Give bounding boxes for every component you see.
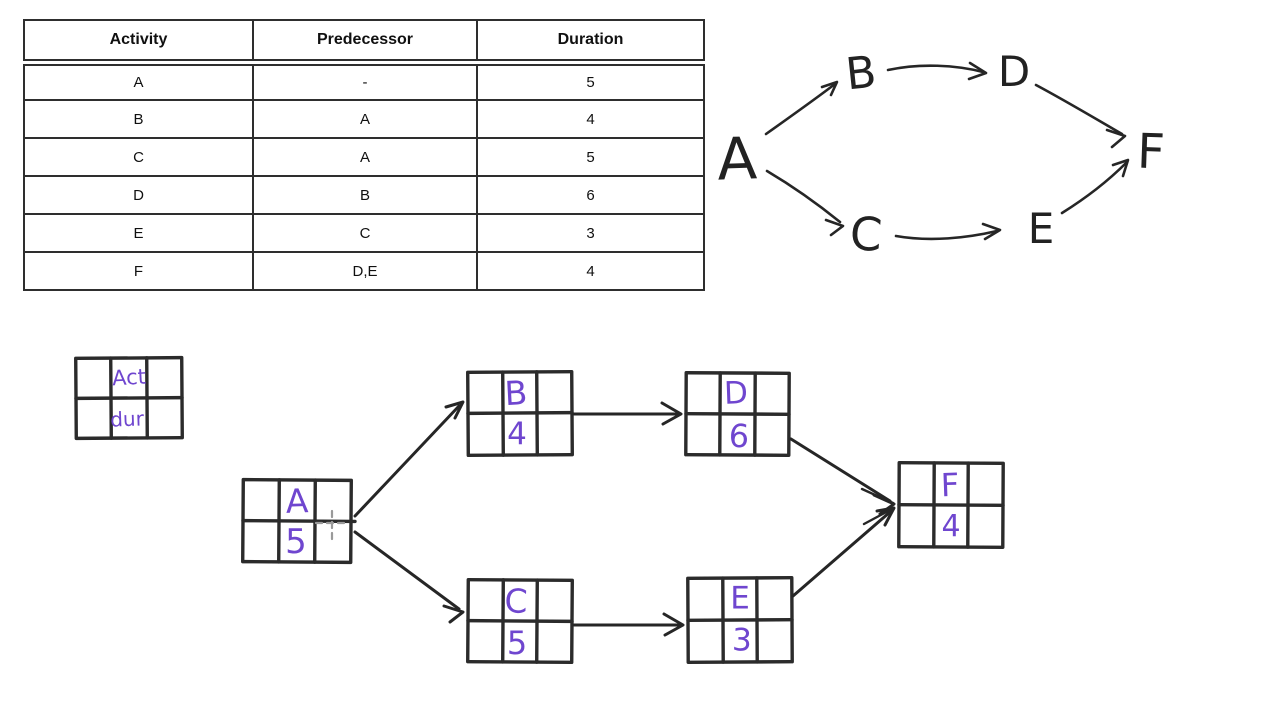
column-header-activity: Activity [23, 19, 254, 66]
pert-node-E-duration: 3 [731, 622, 753, 659]
duration-cell: 3 [476, 213, 705, 253]
activity-cell: E [23, 213, 254, 253]
activity-cell: F [23, 251, 254, 291]
pert-arrows [353, 400, 896, 637]
pert-node-A-duration: 5 [285, 522, 307, 562]
table-row: E C 3 [23, 213, 705, 253]
pert-node-B-duration: 4 [507, 416, 527, 453]
cursor-crosshair [314, 509, 349, 543]
table-row: B A 4 [23, 99, 705, 139]
pert-node-B-label: B [503, 372, 529, 414]
network-node-A: A [715, 124, 759, 194]
pert-node-D-duration: 6 [727, 416, 751, 456]
activity-cell: C [23, 137, 254, 177]
pert-node-F-duration: 4 [941, 509, 961, 544]
legend-activity-label: Act [111, 364, 147, 391]
predecessor-cell: B [252, 175, 478, 215]
pert-node-D-label: D [723, 375, 749, 412]
pert-node-E-label: E [730, 580, 750, 617]
predecessor-cell: A [252, 137, 478, 177]
network-node-F: F [1136, 123, 1166, 181]
activity-cell: D [23, 175, 254, 215]
table-header-row: Activity Predecessor Duration [23, 19, 705, 66]
network-arrows [764, 61, 1130, 241]
duration-cell: 6 [476, 175, 705, 215]
network-node-C: C [848, 205, 884, 263]
duration-cell: 4 [476, 99, 705, 139]
predecessor-cell: - [252, 61, 478, 101]
predecessor-cell: D,E [252, 251, 478, 291]
pert-node-C-duration: 5 [506, 624, 528, 662]
legend-duration-label: dur [109, 406, 145, 432]
predecessor-cell: C [252, 213, 478, 253]
duration-cell: 4 [476, 251, 705, 291]
pert-node-A-label: A [285, 481, 309, 521]
pert-node-F-label: F [940, 465, 960, 505]
activity-cell: B [23, 99, 254, 139]
duration-cell: 5 [476, 137, 705, 177]
network-node-B: B [843, 46, 879, 101]
pert-node-C-label: C [503, 581, 529, 621]
table-row: C A 5 [23, 137, 705, 177]
duration-cell: 5 [476, 61, 705, 101]
column-header-duration: Duration [476, 19, 705, 66]
table-row: A - 5 [23, 61, 705, 101]
column-header-predecessor: Predecessor [252, 19, 478, 66]
network-node-D: D [997, 47, 1031, 96]
predecessor-cell: A [252, 99, 478, 139]
table-row: D B 6 [23, 175, 705, 215]
network-node-E: E [1027, 204, 1055, 253]
activity-cell: A [23, 61, 254, 101]
activity-table: Activity Predecessor Duration A - 5 B A … [23, 19, 705, 291]
table-row: F D,E 4 [23, 251, 705, 291]
